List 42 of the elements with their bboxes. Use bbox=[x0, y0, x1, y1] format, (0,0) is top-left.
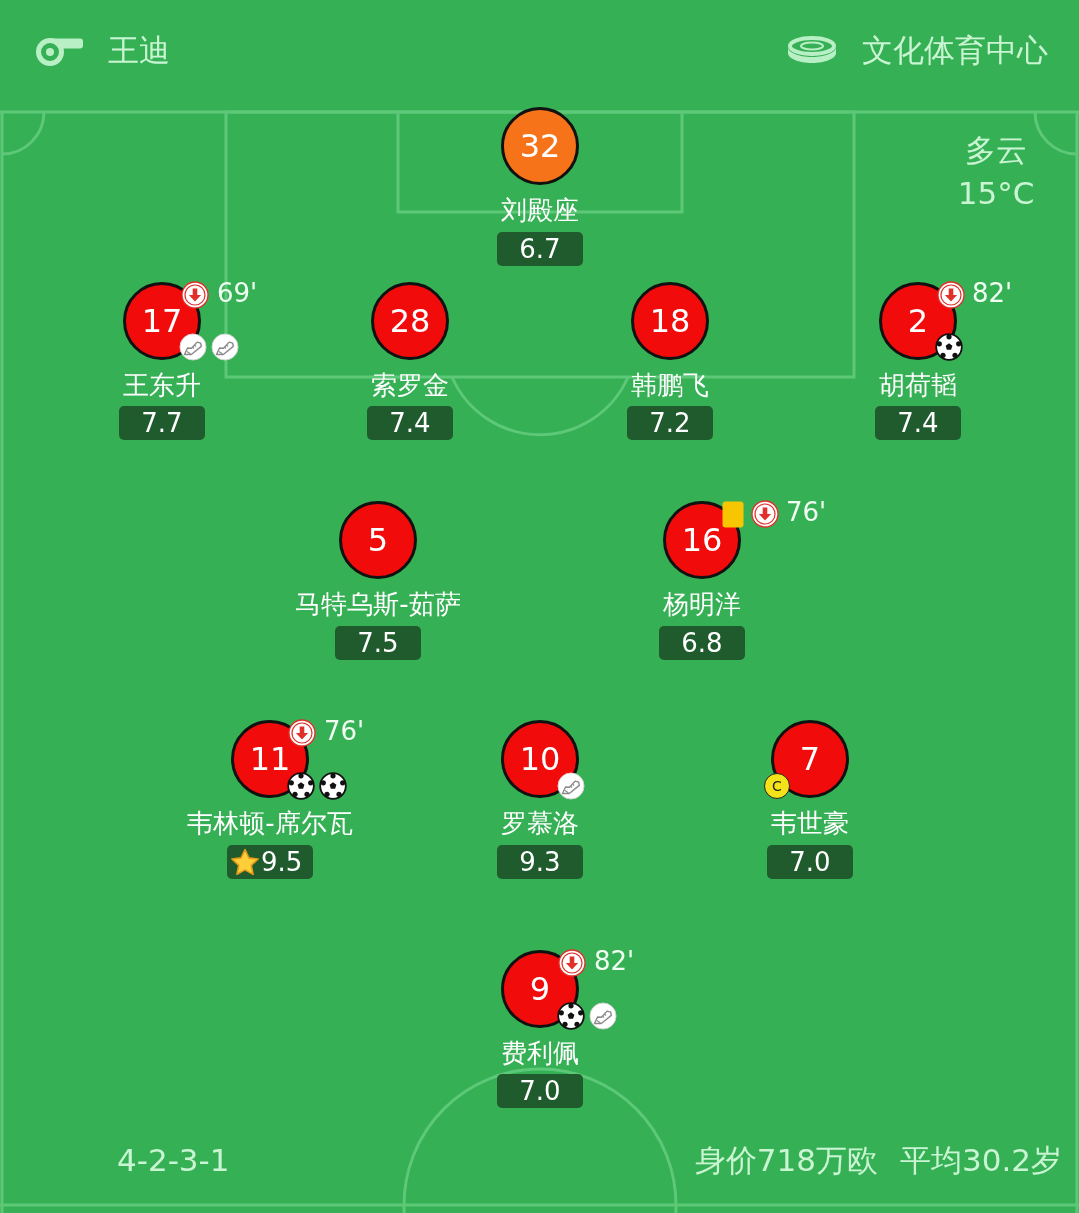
player-name: 刘殿座 bbox=[501, 195, 579, 225]
player-circle: 32 bbox=[501, 107, 579, 185]
player-name: 马特乌斯-茹萨 bbox=[295, 589, 461, 619]
substitution-minute: 76' bbox=[786, 497, 827, 527]
rating-badge: 7.0 bbox=[767, 845, 853, 879]
formation-text: 4-2-3-1 bbox=[117, 1142, 230, 1178]
rating-badge: 7.7 bbox=[119, 406, 205, 440]
rating-badge: 7.0 bbox=[497, 1074, 583, 1108]
temperature-text: 15°C bbox=[957, 175, 1035, 211]
player-circle: 10 bbox=[501, 720, 579, 798]
player-name: 罗慕洛 bbox=[501, 808, 579, 838]
player-circle: 5 bbox=[339, 501, 417, 579]
rating-value: 9.5 bbox=[261, 849, 303, 875]
substitution-minute: 76' bbox=[324, 716, 365, 746]
player-name: 费利佩 bbox=[501, 1038, 579, 1068]
rating-badge: 7.4 bbox=[875, 406, 961, 440]
rating-badge bbox=[227, 845, 313, 879]
player-circle: 18 bbox=[631, 282, 709, 360]
captain-badge: C bbox=[764, 773, 790, 799]
player-circle: 28 bbox=[371, 282, 449, 360]
market-value-text: 身价718万欧 bbox=[694, 1142, 878, 1178]
substitution-minute: 82' bbox=[972, 278, 1013, 308]
player-name: 胡荷韬 bbox=[879, 370, 957, 400]
player-name: 索罗金 bbox=[371, 370, 449, 400]
substitution-minute: 69' bbox=[217, 278, 258, 308]
rating-badge: 7.5 bbox=[335, 626, 421, 660]
player-name: 王东升 bbox=[123, 370, 201, 400]
player-name: 韦林顿-席尔瓦 bbox=[187, 808, 353, 838]
player-name: 韩鹏飞 bbox=[631, 370, 709, 400]
player-name: 杨明洋 bbox=[663, 589, 741, 619]
rating-badge: 7.2 bbox=[627, 406, 713, 440]
rating-badge: 6.8 bbox=[659, 626, 745, 660]
weather-text: 多云 bbox=[965, 132, 1027, 168]
venue-name: 文化体育中心 bbox=[862, 32, 1048, 68]
substitution-minute: 82' bbox=[594, 946, 635, 976]
rating-badge: 7.4 bbox=[367, 406, 453, 440]
rating-badge: 6.7 bbox=[497, 232, 583, 266]
player-circle: 16 bbox=[663, 501, 741, 579]
referee-name: 王迪 bbox=[108, 32, 170, 68]
average-age-text: 平均30.2岁 bbox=[899, 1142, 1062, 1178]
rating-badge: 9.3 bbox=[497, 845, 583, 879]
player-name: 韦世豪 bbox=[771, 808, 849, 838]
